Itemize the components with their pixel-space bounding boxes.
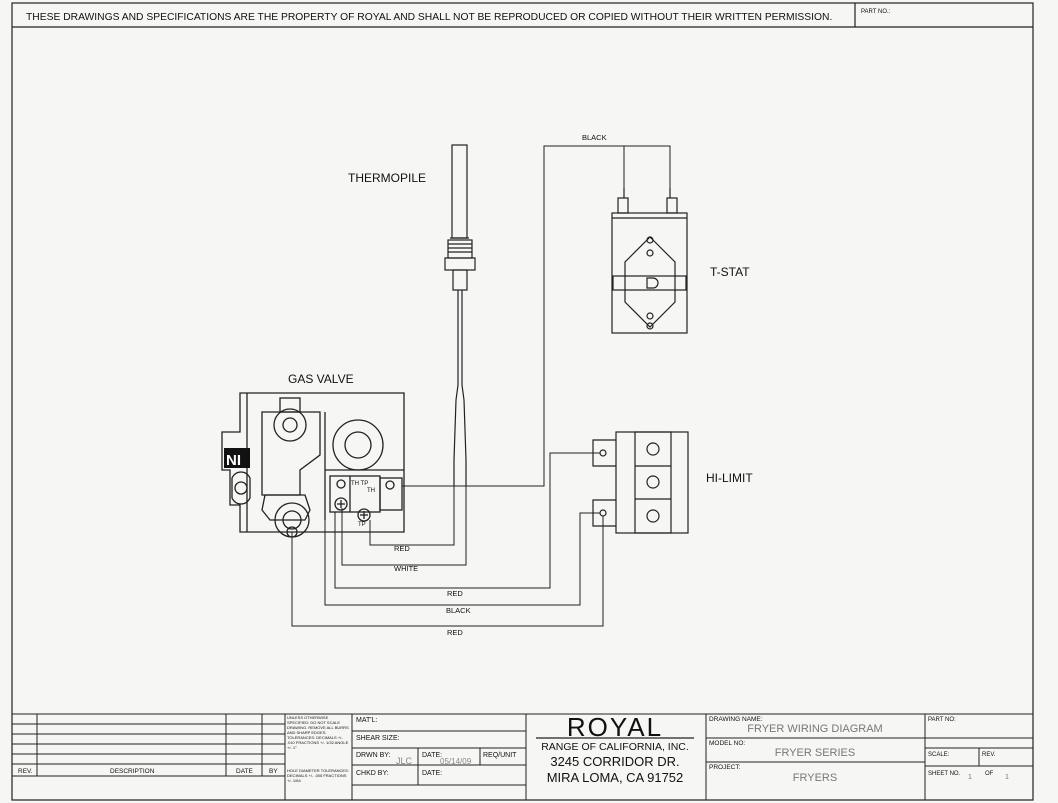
rev-short-label: REV. xyxy=(982,752,996,758)
hi-limit-label: HI-LIMIT xyxy=(706,471,753,485)
of-label: OF xyxy=(985,771,994,777)
material-label: MAT'L: xyxy=(356,717,377,724)
date-header: DATE xyxy=(236,768,254,775)
drawing-name-label: DRAWING NAME: xyxy=(709,716,763,723)
hole-tolerance-notes: HOLE DIAMETER TOLERANCES: DECIMALS +/- .… xyxy=(287,768,349,783)
terminal-th-label: TH xyxy=(367,488,375,494)
drawn-by-value: JLC xyxy=(396,756,413,766)
sheet-border xyxy=(11,2,1034,801)
sheet-no-label: SHEET NO. xyxy=(928,771,961,777)
project-value: FRYERS xyxy=(793,772,837,784)
date-field-label: DATE: xyxy=(422,752,442,759)
wire-red-hilimit xyxy=(334,452,600,589)
terminal-tp-label: TP xyxy=(358,522,366,528)
date-value: 05/14/09 xyxy=(440,757,472,766)
sheet-no-value: 1 xyxy=(968,774,972,781)
project-label: PROJECT: xyxy=(709,764,741,771)
wires xyxy=(291,145,671,627)
wire-label-red-2: RED xyxy=(447,589,463,598)
wire-black-top xyxy=(623,145,671,188)
gas-valve xyxy=(221,392,405,538)
company-name: ROYAL xyxy=(567,712,663,742)
property-notice: THESE DRAWINGS AND SPECIFICATIONS ARE TH… xyxy=(26,12,832,23)
wire-black-hilimit xyxy=(324,512,600,606)
scale-label: SCALE: xyxy=(928,752,950,758)
wire-label-black-top: BLACK xyxy=(582,133,607,142)
gas-valve-label: GAS VALVE xyxy=(288,372,354,386)
wire-thermopile-red xyxy=(369,486,455,546)
model-no-value: FRYER SERIES xyxy=(775,747,856,759)
wire-label-red-1: RED xyxy=(394,544,410,553)
header-part-no-label: PART NO.: xyxy=(861,9,891,15)
company-sub: RANGE OF CALIFORNIA, INC. xyxy=(541,741,689,753)
req-unit-label: REQ/UNIT xyxy=(483,752,517,759)
title-block-grid xyxy=(12,713,1033,800)
part-no-label: PART NO: xyxy=(928,717,956,723)
checked-by-label: CHKD BY: xyxy=(356,770,389,777)
model-no-label: MODEL NO: xyxy=(709,740,745,747)
company-address-1: 3245 CORRIDOR DR. xyxy=(550,754,679,769)
t-stat-label: T-STAT xyxy=(710,265,750,279)
company-address-2: MIRA LOMA, CA 91752 xyxy=(547,770,684,785)
checked-date-label: DATE: xyxy=(422,770,442,777)
wire-red-bottom xyxy=(291,516,604,627)
shear-size-label: SHEAR SIZE: xyxy=(356,735,400,742)
tolerance-notes: UNLESS OTHERWISE SPECIFIED: DO NOT SCALE… xyxy=(287,715,349,750)
drawn-by-label: DRWN BY: xyxy=(356,752,391,759)
of-value: 1 xyxy=(1005,774,1009,781)
thermopile xyxy=(444,144,476,486)
by-header: BY xyxy=(269,768,278,775)
valve-badge-box xyxy=(224,448,250,468)
drawing-name-value: FRYER WIRING DIAGRAM xyxy=(747,723,882,735)
t-stat xyxy=(611,188,688,334)
thermopile-label: THERMOPILE xyxy=(348,171,426,185)
wire-label-red-3: RED xyxy=(447,628,463,637)
wire-thermopile-white xyxy=(341,486,467,566)
hi-limit xyxy=(592,431,689,534)
rev-header: REV. xyxy=(18,768,33,775)
wire-label-white: WHITE xyxy=(394,564,418,573)
terminal-th-tp-label: TH TP xyxy=(351,481,368,487)
description-header: DESCRIPTION xyxy=(110,768,155,775)
wire-label-black-bottom: BLACK xyxy=(446,606,471,615)
valve-badge: NI xyxy=(226,452,241,469)
